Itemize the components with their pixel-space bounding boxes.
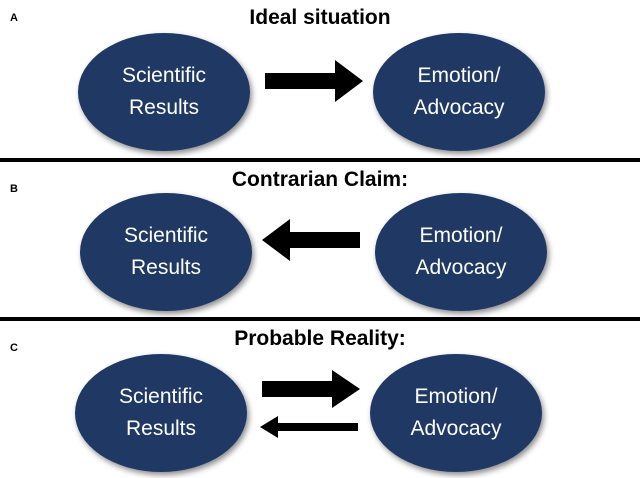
panel-letter: B bbox=[10, 183, 18, 195]
panel-c: C Probable Reality: Scientific Results E… bbox=[0, 324, 640, 478]
oval-line-2: Results bbox=[128, 96, 200, 119]
oval-line-2: Advocacy bbox=[413, 96, 505, 119]
panel-letter: C bbox=[10, 342, 18, 354]
panel-title: Contrarian Claim: bbox=[231, 168, 409, 191]
arrow-right-icon bbox=[265, 60, 363, 102]
panel-a: A Ideal situation Scientific Results Emo… bbox=[0, 0, 640, 158]
panel-divider bbox=[0, 158, 640, 162]
emotion-advocacy-oval: Emotion/ Advocacy bbox=[375, 193, 547, 311]
panel-title: Ideal situation bbox=[249, 6, 391, 29]
oval-line-1: Emotion/ bbox=[419, 224, 503, 247]
scientific-results-oval: Scientific Results bbox=[80, 193, 252, 311]
oval-line-2: Results bbox=[125, 417, 197, 440]
oval-line-1: Scientific bbox=[123, 224, 209, 247]
oval-line-2: Results bbox=[130, 256, 202, 279]
scientific-results-oval: Scientific Results bbox=[78, 33, 250, 151]
oval-line-1: Emotion/ bbox=[417, 64, 501, 87]
panel-divider bbox=[0, 317, 640, 321]
oval-line-1: Scientific bbox=[118, 385, 204, 408]
arrow-left-icon bbox=[262, 219, 360, 261]
arrow-right-icon bbox=[262, 370, 360, 408]
scientific-results-oval: Scientific Results bbox=[75, 354, 247, 472]
arrow-left-icon bbox=[260, 416, 358, 438]
oval-line-1: Scientific bbox=[121, 64, 207, 87]
emotion-advocacy-oval: Emotion/ Advocacy bbox=[370, 354, 542, 472]
oval-line-2: Advocacy bbox=[410, 417, 502, 440]
oval-line-2: Advocacy bbox=[415, 256, 507, 279]
panel-title: Probable Reality: bbox=[234, 327, 406, 350]
oval-line-1: Emotion/ bbox=[414, 385, 498, 408]
emotion-advocacy-oval: Emotion/ Advocacy bbox=[373, 33, 545, 151]
panel-b: B Contrarian Claim: Scientific Results E… bbox=[0, 165, 640, 317]
panel-letter: A bbox=[10, 12, 18, 24]
